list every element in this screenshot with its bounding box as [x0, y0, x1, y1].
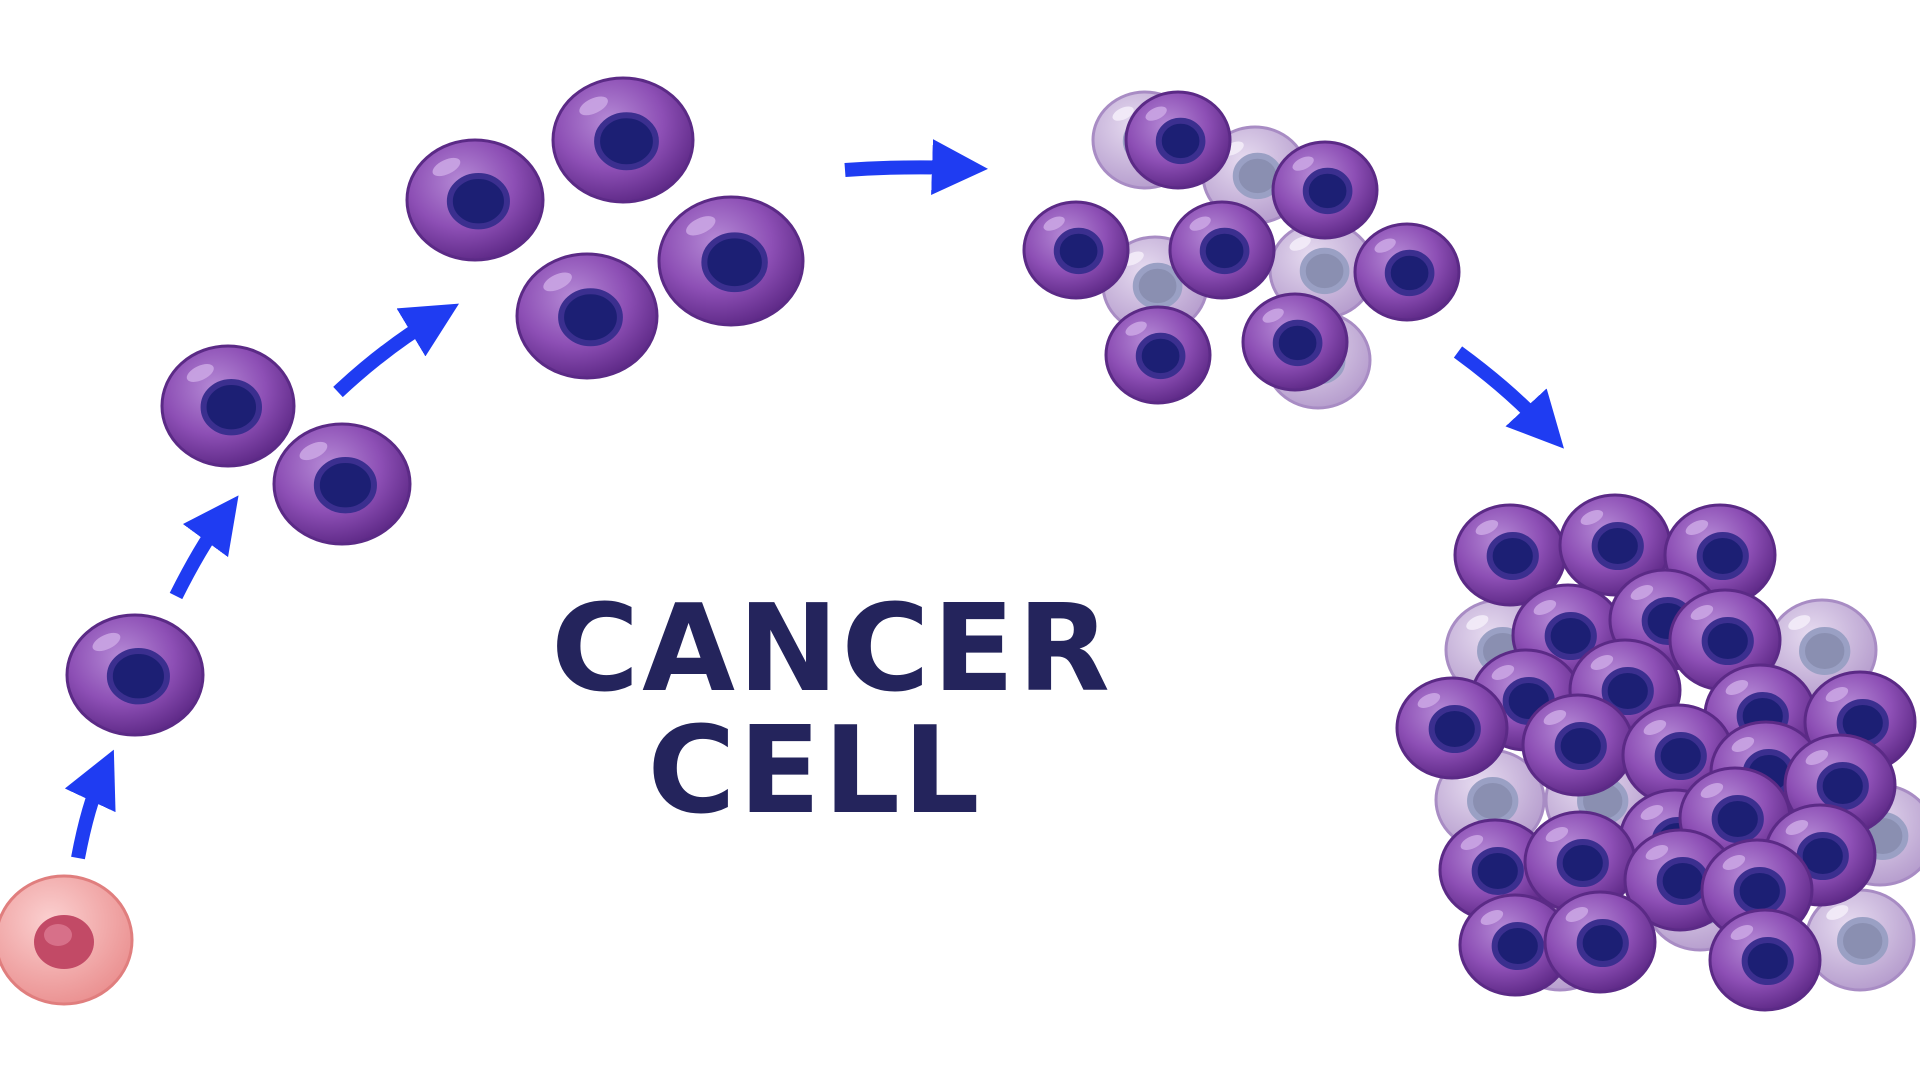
faded-cancer-cell: [1804, 888, 1916, 992]
cancer-cell: [551, 76, 695, 204]
title-line-1: CANCER: [551, 580, 1113, 719]
arrow-5: [1453, 346, 1564, 449]
cancer-cell: [65, 613, 205, 737]
arrow-3: [333, 303, 460, 398]
cancer-cell: [160, 344, 296, 468]
arrow-2: [169, 495, 239, 600]
progression-arrows: [64, 139, 1564, 860]
cancer-cell: [1558, 493, 1672, 597]
arrow-4: [844, 139, 988, 196]
arrow-1: [64, 749, 116, 860]
cancer-cell: [1458, 893, 1572, 997]
cancer-cell: [515, 252, 659, 380]
cancer-cell: [272, 422, 412, 546]
normal-cell: [0, 874, 134, 1006]
cancer-cell: [1543, 890, 1657, 994]
cancer-cell: [1271, 140, 1379, 240]
cancer-cells: [65, 76, 1920, 1012]
cancer-cell: [1521, 693, 1635, 797]
cancer-cell: [1022, 200, 1130, 300]
cancer-cell: [1168, 200, 1276, 300]
cancer-cell: [1708, 908, 1822, 1012]
cancer-cell: [657, 195, 805, 327]
cancer-cell: [405, 138, 545, 262]
cancer-cell: [1453, 503, 1567, 607]
cancer-cell: [1395, 676, 1509, 780]
cancer-cell: [1104, 305, 1212, 405]
cancer-cell: [1124, 90, 1232, 190]
title-line-2: CELL: [648, 702, 983, 841]
cancer-cell: [1353, 222, 1461, 322]
cancer-cell: [1241, 292, 1349, 392]
